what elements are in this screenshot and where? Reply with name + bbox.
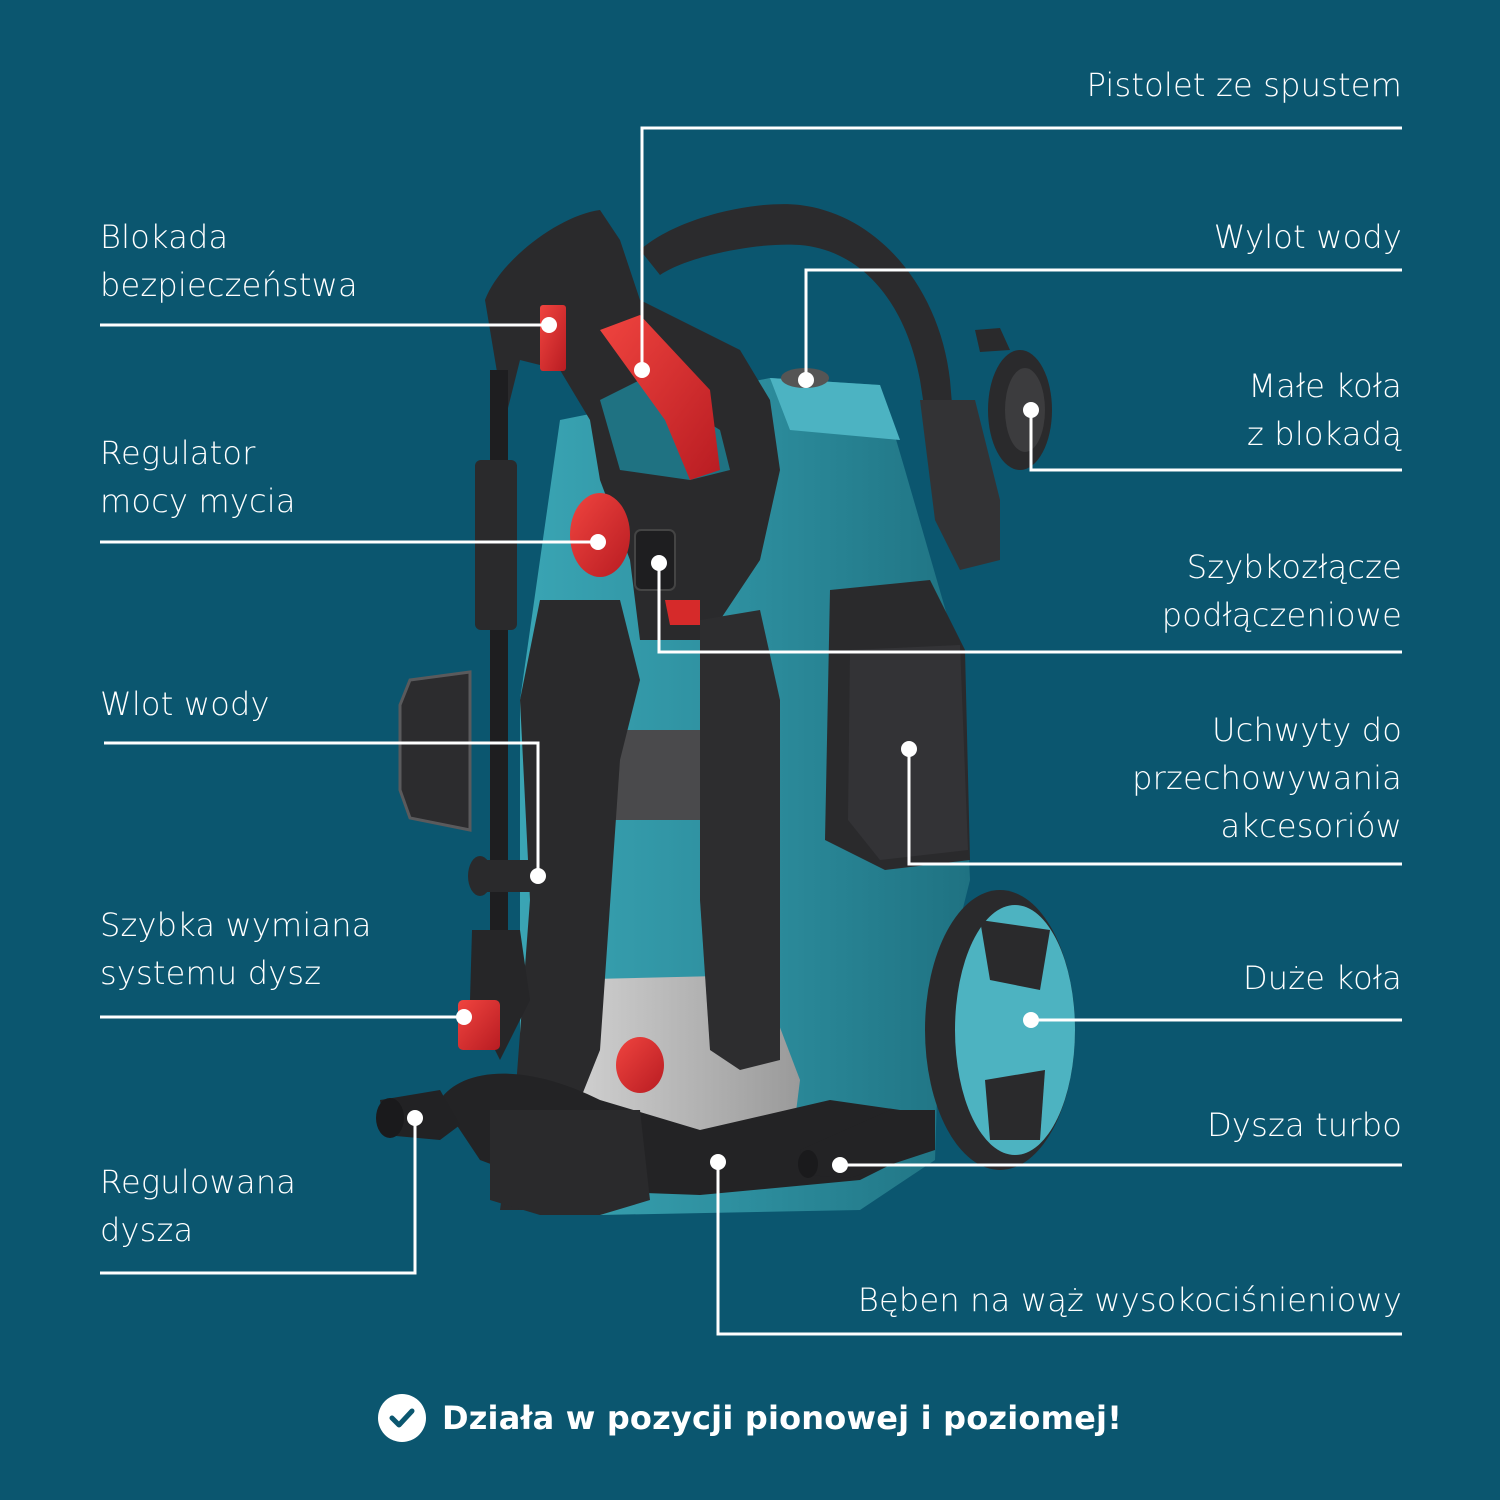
callout-water-inlet bbox=[104, 741, 546, 884]
lance bbox=[490, 370, 508, 930]
label-adjustable-nozzle: Regulowana dysza bbox=[100, 1158, 296, 1254]
label-small-wheels: Małe koła z blokadą bbox=[1247, 362, 1402, 458]
label-large-wheels: Duże koła bbox=[1243, 954, 1402, 1002]
callout-dot bbox=[832, 1157, 848, 1173]
label-power-regulator: Regulator mocy mycia bbox=[100, 429, 296, 525]
label-line: Uchwyty do bbox=[1212, 711, 1402, 749]
callout-dot bbox=[407, 1110, 423, 1126]
callout-quick-connector bbox=[651, 555, 1402, 654]
callout-dot bbox=[798, 372, 814, 388]
label-trigger-gun: Pistolet ze spustem bbox=[1087, 61, 1402, 109]
label-safety-lock: Blokada bezpieczeństwa bbox=[100, 213, 358, 309]
callout-dot bbox=[901, 741, 917, 757]
label-line: przechowywania bbox=[1132, 759, 1402, 797]
label-water-outlet: Wylot wody bbox=[1214, 213, 1402, 261]
label-hose-reel: Bęben na wąż wysokociśnieniowy bbox=[858, 1276, 1402, 1324]
label-line: bezpieczeństwa bbox=[100, 266, 358, 304]
callout-dot bbox=[541, 317, 557, 333]
callout-quick-nozzle-change bbox=[100, 1009, 472, 1025]
callout-dot bbox=[651, 555, 667, 571]
callout-dot bbox=[1023, 402, 1039, 418]
callout-adjustable-nozzle bbox=[100, 1110, 423, 1275]
label-line: Pistolet ze spustem bbox=[1086, 66, 1402, 104]
label-line: Wylot wody bbox=[1213, 218, 1402, 256]
label-line: Szybkozłącze bbox=[1186, 548, 1402, 586]
footer-note: Działa w pozycji pionowej i poziomej! bbox=[0, 1394, 1500, 1442]
footer-text: Działa w pozycji pionowej i poziomej! bbox=[441, 1399, 1123, 1437]
leader-line bbox=[657, 563, 1402, 654]
leader-line bbox=[804, 268, 1402, 380]
label-line: Blokada bbox=[100, 218, 229, 256]
label-line: Dysza turbo bbox=[1207, 1106, 1402, 1144]
label-line: z blokadą bbox=[1246, 415, 1402, 453]
callout-dot bbox=[456, 1009, 472, 1025]
callout-lines bbox=[100, 126, 1402, 1336]
label-line: Bęben na wąż wysokociśnieniowy bbox=[857, 1281, 1402, 1319]
label-line: Regulowana bbox=[100, 1163, 297, 1201]
label-line: Szybka wymiana bbox=[100, 906, 372, 944]
label-line: Regulator bbox=[100, 434, 256, 472]
label-line: akcesoriów bbox=[1220, 807, 1402, 845]
leader-line bbox=[907, 749, 1402, 866]
leader-line bbox=[1029, 410, 1402, 472]
callout-turbo-nozzle bbox=[832, 1157, 1402, 1173]
callout-dot bbox=[634, 362, 650, 378]
callout-dot bbox=[590, 534, 606, 550]
safety-lock bbox=[540, 305, 566, 371]
callout-trigger-gun bbox=[634, 126, 1402, 378]
label-line: Duże koła bbox=[1242, 959, 1402, 997]
label-turbo-nozzle: Dysza turbo bbox=[1207, 1101, 1402, 1149]
callout-small-wheels bbox=[1023, 402, 1402, 472]
label-line: podłączeniowe bbox=[1161, 596, 1402, 634]
label-line: systemu dysz bbox=[100, 954, 322, 992]
carry-handle bbox=[640, 204, 955, 445]
label-quick-connector: Szybkozłącze podłączeniowe bbox=[1162, 543, 1402, 639]
leader-line bbox=[100, 1118, 417, 1275]
label-line: mocy mycia bbox=[100, 482, 296, 520]
label-quick-nozzle-change: Szybka wymiana systemu dysz bbox=[100, 901, 372, 997]
label-water-inlet: Wlot wody bbox=[100, 680, 270, 728]
callout-power-regulator bbox=[100, 534, 606, 550]
callout-safety-lock bbox=[100, 317, 557, 333]
label-line: Wlot wody bbox=[100, 685, 270, 723]
quick-nozzle-button bbox=[458, 1000, 500, 1050]
leader-line bbox=[104, 741, 540, 876]
callout-large-wheels bbox=[1023, 1012, 1402, 1028]
callout-dot bbox=[1023, 1012, 1039, 1028]
label-line: Małe koła bbox=[1248, 367, 1402, 405]
callout-water-outlet bbox=[798, 268, 1402, 388]
leader-line bbox=[716, 1162, 1402, 1336]
label-accessory-holders: Uchwyty do przechowywania akcesoriów bbox=[1132, 706, 1402, 850]
callout-hose-reel bbox=[710, 1154, 1402, 1336]
label-line: dysza bbox=[100, 1211, 194, 1249]
check-circle-icon bbox=[377, 1394, 426, 1442]
left-hook bbox=[398, 670, 472, 832]
callout-dot bbox=[710, 1154, 726, 1170]
callout-accessory-holders bbox=[901, 741, 1402, 866]
callout-dot bbox=[530, 868, 546, 884]
trigger bbox=[600, 315, 720, 480]
leader-line bbox=[640, 126, 1402, 370]
front-frame bbox=[500, 600, 640, 1210]
